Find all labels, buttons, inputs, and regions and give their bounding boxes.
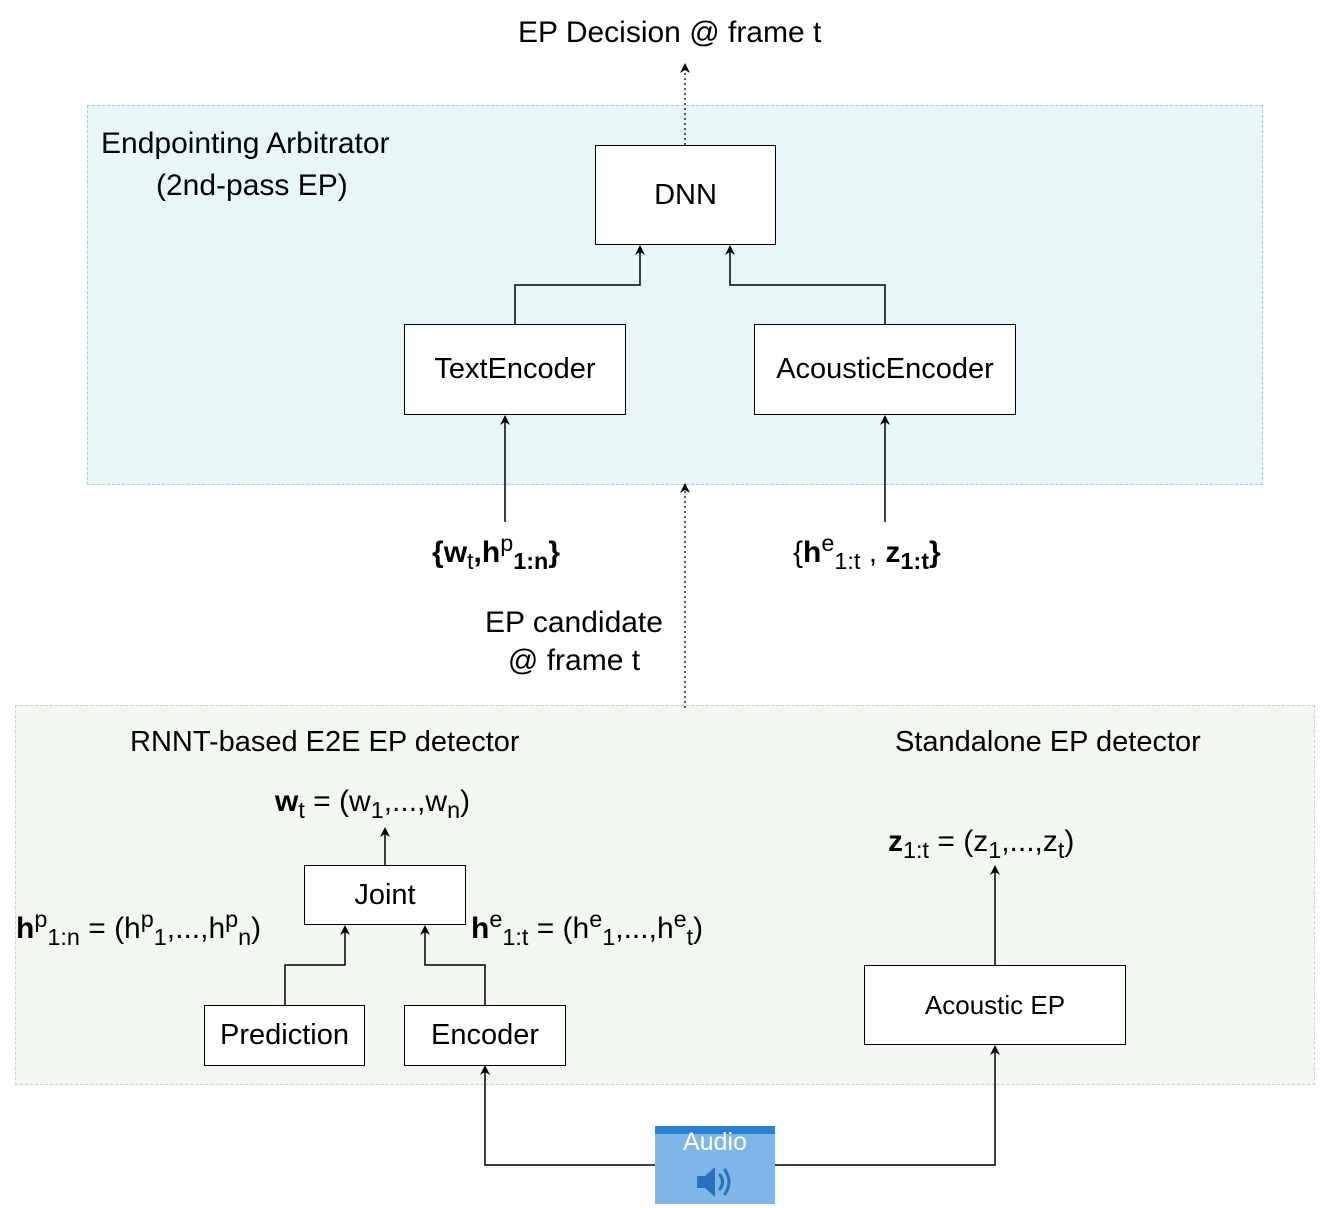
audio-to-acousticep-arrow: [775, 1045, 1000, 1166]
hp-formula: hp1:n = (hp1,...,hpn): [16, 906, 262, 950]
encoder-to-joint-arrow: [420, 925, 486, 1005]
textencoder-to-dnn-arrow: [514, 245, 645, 325]
acoustic-encoder-input-label: {he1:t , z1:t}: [793, 530, 941, 574]
he-formula: he1:t = (he1,...,het): [471, 906, 704, 950]
ep-candidate-label: EP candidate @ frame t: [485, 606, 663, 677]
acousticencoder-to-dnn-arrow: [725, 245, 886, 325]
text-encoder-input-label: {wt,hp1:n}: [432, 530, 560, 574]
wt-formula: wt = (w1,...,wn): [275, 785, 471, 823]
acoustic-encoder-box: AcousticEncoder: [754, 324, 1016, 415]
audio-label: Audio: [683, 1128, 747, 1156]
encoder-box: Encoder: [404, 1005, 566, 1066]
standalone-detector-title: Standalone EP detector: [895, 726, 1201, 758]
rnnt-detector-title: RNNT-based E2E EP detector: [130, 726, 520, 758]
audio-source: Audio: [655, 1126, 775, 1204]
acoustic-ep-box: Acoustic EP: [864, 965, 1126, 1045]
z-formula: z1:t = (z1,...,zt): [888, 825, 1075, 863]
dnn-box: DNN: [595, 145, 776, 245]
prediction-box: Prediction: [204, 1005, 365, 1066]
joint-box: Joint: [304, 865, 466, 925]
speaker-icon: [697, 1167, 731, 1197]
audio-to-encoder-arrow: [480, 1065, 655, 1166]
arbitrator-title: Endpointing Arbitrator: [101, 127, 390, 160]
arbitrator-subtitle: (2nd-pass EP): [156, 169, 348, 202]
prediction-to-joint-arrow: [284, 925, 350, 1005]
ep-decision-label: EP Decision @ frame t: [518, 16, 822, 49]
text-encoder-box: TextEncoder: [404, 324, 626, 415]
